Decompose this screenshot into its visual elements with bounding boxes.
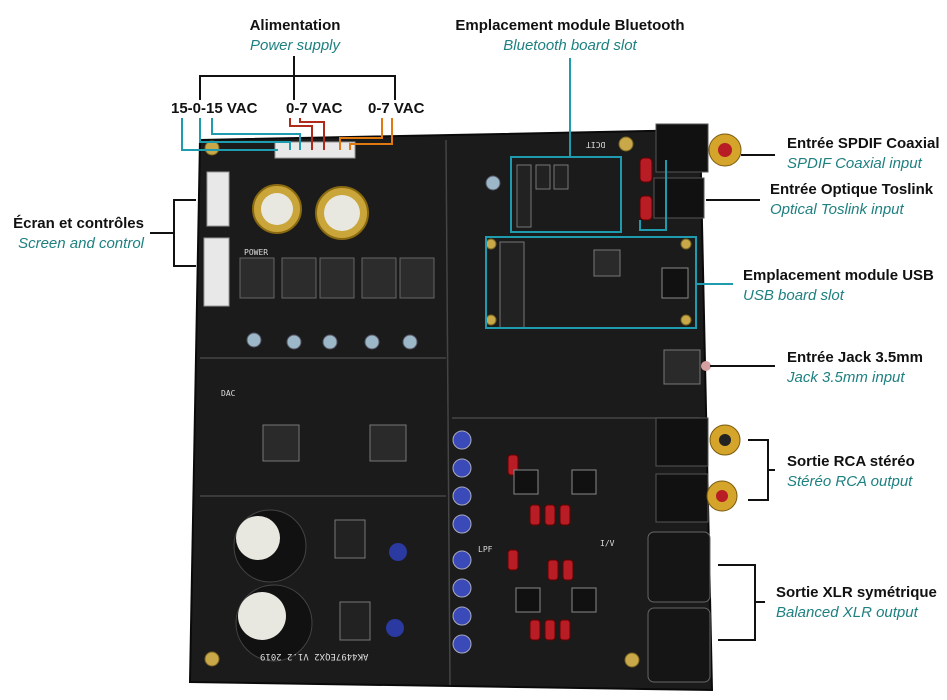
rca-label: Sortie RCA stéréo Stéréo RCA output xyxy=(787,452,915,492)
small-capacitors xyxy=(246,175,501,350)
spdif-label-en: SPDIF Coaxial input xyxy=(787,155,922,172)
screen-connector-top xyxy=(206,171,230,227)
screen-connector-bottom xyxy=(203,237,230,307)
toslink-label: Entrée Optique Toslink Optical Toslink i… xyxy=(770,180,933,220)
blue-capacitors xyxy=(452,430,472,654)
usb-label: Emplacement module USB USB board slot xyxy=(743,266,934,306)
silk-iv: I/V xyxy=(600,539,615,548)
xlr-connectors xyxy=(647,531,711,683)
usb-slot-outline xyxy=(485,236,697,329)
silk-power: POWER xyxy=(244,248,269,257)
jack-label-en: Jack 3.5mm input xyxy=(787,369,905,386)
usb-header xyxy=(499,241,525,329)
bluetooth-label-fr: Emplacement module Bluetooth xyxy=(455,17,685,34)
voltage-label-1: 15-0-15 VAC xyxy=(171,100,258,117)
voltage-label-2: 0-7 VAC xyxy=(286,100,343,117)
bluetooth-slot-outline xyxy=(510,156,622,233)
usb-port xyxy=(661,267,689,299)
screen-label-fr: Écran et contrôles xyxy=(13,215,144,232)
power-leader-lines xyxy=(181,56,396,151)
voltage-label-3: 0-7 VAC xyxy=(368,100,425,117)
xlr-label-en: Balanced XLR output xyxy=(776,604,918,621)
silk-model: AK4497EQX2 V1.2 2019 xyxy=(260,651,369,661)
jack-label-fr: Entrée Jack 3.5mm xyxy=(787,349,923,366)
dac-chips xyxy=(262,249,621,462)
screen-label: Écran et contrôles Screen and control xyxy=(0,214,144,254)
power-label-fr: Alimentation xyxy=(249,17,341,34)
power-label-en: Power supply xyxy=(249,37,341,54)
silk-dac: DAC xyxy=(221,389,236,398)
bottom-large-capacitors xyxy=(233,509,407,662)
leader-lines xyxy=(150,58,775,641)
bluetooth-header xyxy=(516,164,569,228)
op-amps xyxy=(513,469,597,613)
mounting-holes xyxy=(204,136,692,668)
jack-label: Entrée Jack 3.5mm Jack 3.5mm input xyxy=(787,348,923,388)
voltage-regulators xyxy=(239,257,435,299)
rca-connectors xyxy=(653,123,742,523)
spdif-label-fr: Entrée SPDIF Coaxial xyxy=(787,135,940,152)
power-connector xyxy=(274,141,356,159)
red-film-capacitors xyxy=(507,157,653,641)
silk-lpf: LPF xyxy=(478,545,493,554)
power-label: Alimentation Power supply xyxy=(200,16,390,56)
jack-connector xyxy=(663,349,711,385)
usb-label-fr: Emplacement module USB xyxy=(743,267,934,284)
rca-label-fr: Sortie RCA stéréo xyxy=(787,453,915,470)
rca-label-en: Stéréo RCA output xyxy=(787,473,913,490)
xlr-label-fr: Sortie XLR symétrique xyxy=(776,584,937,601)
silk-dcit: DCIT xyxy=(586,140,606,149)
screen-label-en: Screen and control xyxy=(18,235,144,252)
gold-capacitors xyxy=(252,184,369,240)
toslink-label-fr: Entrée Optique Toslink xyxy=(770,181,934,198)
usb-label-en: USB board slot xyxy=(743,287,844,304)
bluetooth-label-en: Bluetooth board slot xyxy=(503,37,637,54)
spdif-label: Entrée SPDIF Coaxial SPDIF Coaxial input xyxy=(787,134,940,174)
bluetooth-label: Emplacement module Bluetooth Bluetooth b… xyxy=(430,16,710,56)
xlr-label: Sortie XLR symétrique Balanced XLR outpu… xyxy=(776,583,937,623)
toslink-label-en: Optical Toslink input xyxy=(770,201,904,218)
